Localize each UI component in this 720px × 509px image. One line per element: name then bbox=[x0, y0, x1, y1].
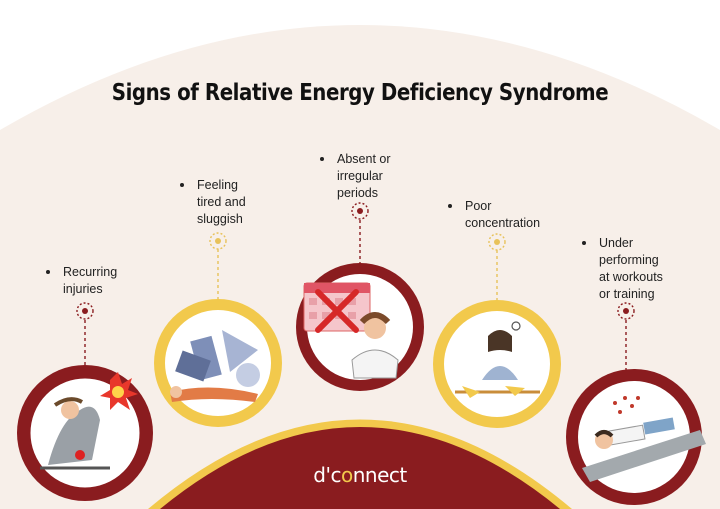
sign-poor-concentration: Poor concentration bbox=[448, 198, 568, 232]
brand-logo: d'connect bbox=[0, 463, 720, 487]
marker-1 bbox=[76, 302, 94, 320]
illustration-injury bbox=[17, 365, 153, 501]
marker-3 bbox=[351, 202, 369, 220]
brand-o: o bbox=[340, 463, 353, 487]
marker-2 bbox=[209, 232, 227, 250]
sign-label: Recurring injuries bbox=[46, 264, 156, 298]
illustration-tired bbox=[154, 299, 282, 427]
sign-absent-periods: Absent or irregular periods bbox=[320, 151, 430, 202]
sign-label: Absent or irregular periods bbox=[320, 151, 430, 202]
illustration-underperforming bbox=[566, 369, 706, 505]
sign-feeling-tired: Feeling tired and sluggish bbox=[180, 177, 290, 228]
page-title: Signs of Relative Energy Deficiency Synd… bbox=[111, 80, 609, 106]
illustration-concentration bbox=[433, 300, 561, 428]
sign-label: Poor concentration bbox=[448, 198, 568, 232]
brand-pre: d'c bbox=[313, 463, 341, 487]
sign-label: Feeling tired and sluggish bbox=[180, 177, 290, 228]
marker-5 bbox=[617, 302, 635, 320]
sign-under-performing: Under performing at workouts or training bbox=[582, 235, 702, 303]
brand-dome bbox=[148, 419, 572, 509]
sign-recurring-injuries: Recurring injuries bbox=[46, 264, 156, 298]
connectors bbox=[84, 220, 627, 370]
brand-post: nnect bbox=[352, 463, 408, 487]
sign-label: Under performing at workouts or training bbox=[582, 235, 702, 303]
illustration-periods bbox=[296, 263, 424, 391]
marker-4 bbox=[488, 233, 506, 251]
